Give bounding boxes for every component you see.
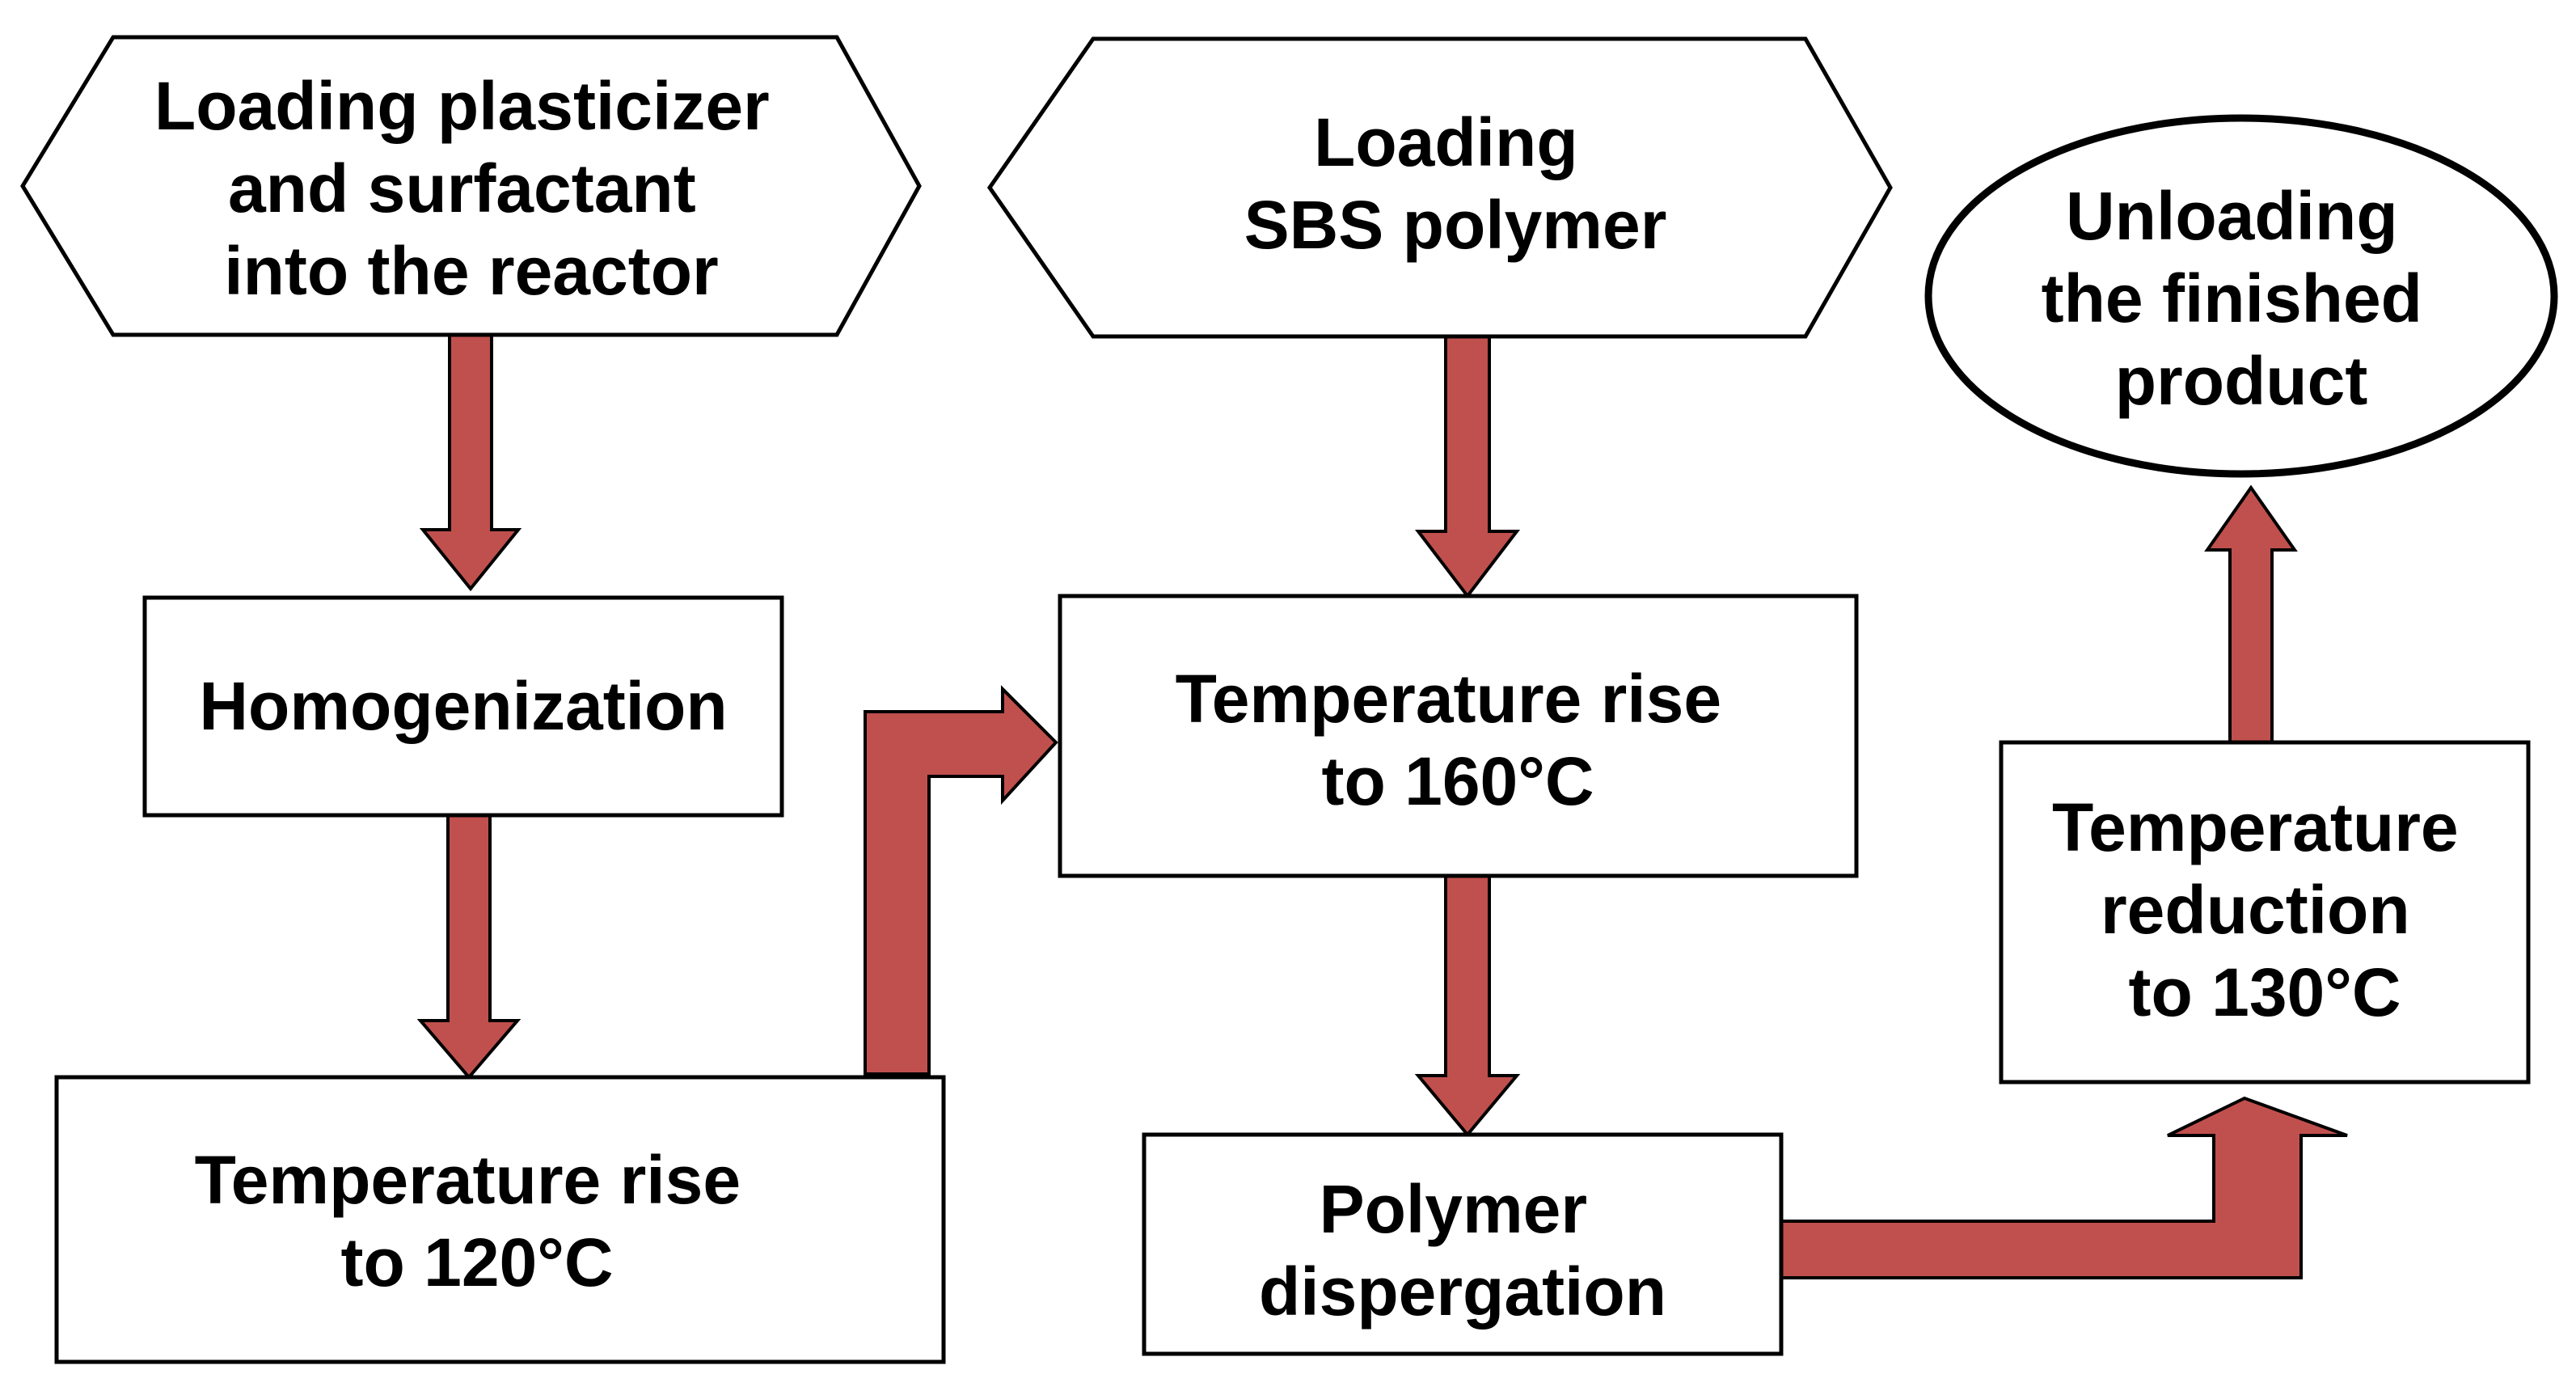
ellipse-shape <box>1924 114 2558 478</box>
node-temp-reduction-130: Temperature reduction to 130°C <box>1999 740 2531 1084</box>
hexagon-shape <box>986 36 1893 339</box>
node-label: Polymer dispergation <box>1259 1171 1666 1330</box>
label-line: Homogenization <box>199 668 727 744</box>
arrow-temp-rise-120-to-temp-rise-160 <box>864 685 1058 1076</box>
node-label: Loading plasticizer and surfactant into … <box>154 68 788 309</box>
label-line: into the reactor <box>224 233 718 309</box>
label-line: to 130°C <box>2128 954 2401 1030</box>
arrow-load-plasticizer-to-homogenization <box>419 332 522 592</box>
label-line: the finished <box>2042 260 2422 336</box>
label-line: SBS polymer <box>1244 187 1667 263</box>
node-label: Unloading the finished product <box>2042 178 2442 419</box>
arrow-temp-reduction-130-to-unloading <box>2204 484 2298 744</box>
rectangle-shape <box>142 595 784 818</box>
label-line: Temperature <box>2052 789 2459 865</box>
node-label: Homogenization <box>199 668 727 744</box>
label-line: reduction <box>2101 872 2410 948</box>
node-label: Temperature rise to 120°C <box>195 1142 760 1300</box>
label-line: and surfactant <box>228 150 696 226</box>
node-homogenization: Homogenization <box>142 595 784 818</box>
label-line: to 120°C <box>340 1224 613 1300</box>
node-label: Loading SBS polymer <box>1244 104 1667 263</box>
rectangle-shape <box>1058 594 1859 878</box>
label-line: Temperature rise <box>1176 661 1721 737</box>
node-load-plasticizer: Loading plasticizer and surfactant into … <box>20 35 922 337</box>
arrow-polymer-dispergation-to-temp-reduction-130 <box>1780 1096 2348 1279</box>
label-line: Unloading <box>2066 178 2398 254</box>
arrow-temp-rise-160-to-polymer-dispergation <box>1414 874 1521 1138</box>
arrow-homogenization-to-temp-rise-120 <box>416 814 522 1080</box>
node-label: Temperature reduction to 130°C <box>2052 789 2477 1030</box>
rectangle-shape <box>1999 740 2531 1084</box>
node-temp-rise-160: Temperature rise to 160°C <box>1058 594 1859 878</box>
label-line: Polymer <box>1320 1171 1588 1247</box>
label-line: Temperature rise <box>195 1142 741 1218</box>
rectangle-shape <box>54 1075 946 1364</box>
label-line: Loading <box>1314 104 1578 180</box>
node-unloading: Unloading the finished product <box>1924 114 2558 478</box>
arrow-load-sbs-to-temp-rise-160 <box>1414 335 1521 599</box>
node-load-sbs: Loading SBS polymer <box>986 36 1893 339</box>
node-temp-rise-120: Temperature rise to 120°C <box>54 1075 946 1364</box>
node-polymer-dispergation: Polymer dispergation <box>1142 1132 1784 1356</box>
node-label: Temperature rise to 160°C <box>1176 661 1741 819</box>
label-line: Loading plasticizer <box>154 68 770 144</box>
hexagon-shape <box>20 35 922 337</box>
label-line: to 160°C <box>1321 743 1594 819</box>
label-line: product <box>2115 343 2368 419</box>
label-line: dispergation <box>1259 1254 1666 1330</box>
rectangle-shape <box>1142 1132 1784 1356</box>
